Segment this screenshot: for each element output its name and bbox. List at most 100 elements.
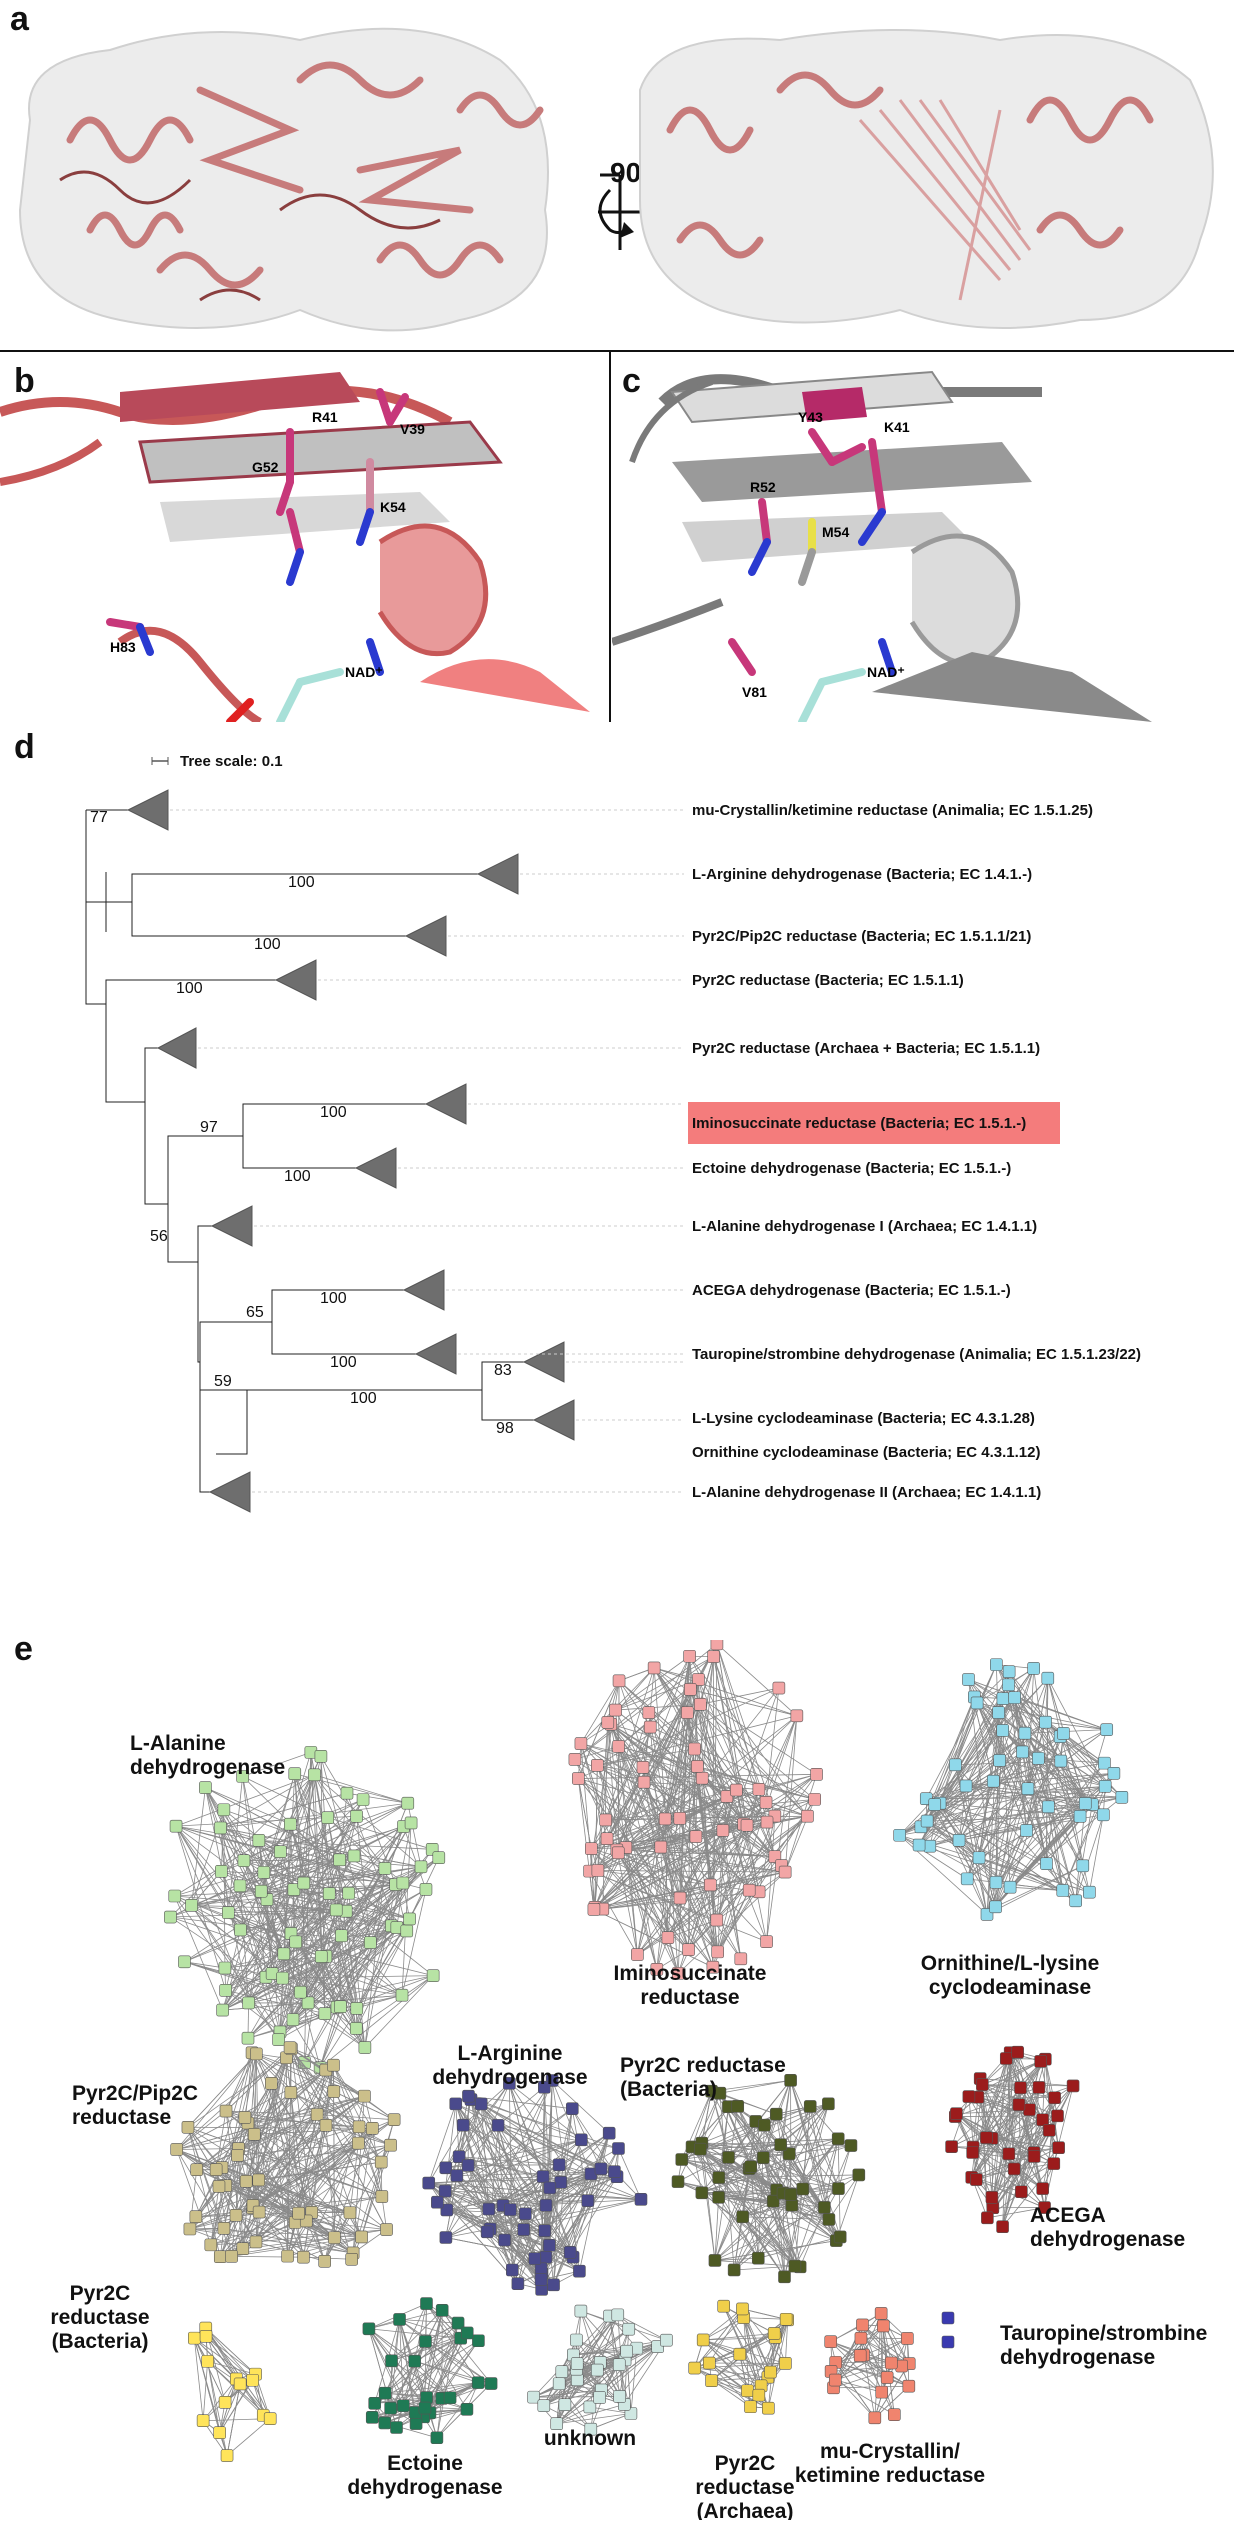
clade-label: L-Arginine dehydrogenase (Bacteria; EC 1…	[692, 866, 1032, 883]
network-edge	[456, 2139, 582, 2176]
network-edge	[920, 1826, 980, 1859]
network-edge	[437, 2108, 573, 2203]
network-node	[384, 2138, 397, 2152]
network-edge	[187, 2126, 373, 2129]
network-node	[375, 2190, 389, 2203]
network-edge	[348, 1884, 396, 1894]
network-node	[252, 1834, 266, 1847]
network-edge	[713, 1656, 760, 1892]
network-edge	[205, 1787, 250, 2004]
network-node	[996, 1692, 1010, 1705]
network-edge	[384, 2303, 427, 2394]
network-node	[923, 1839, 937, 1853]
network-node	[440, 2203, 454, 2217]
network-edge	[610, 1723, 750, 1891]
network-node	[218, 1961, 232, 1975]
network-edge	[618, 1746, 815, 1800]
network-node	[335, 1929, 348, 1943]
network-edge	[939, 1802, 1027, 1831]
network-edge	[174, 1895, 223, 2011]
network-node	[760, 1935, 773, 1948]
network-edge	[314, 1774, 422, 1868]
network-edge	[576, 2328, 629, 2364]
network-node	[1003, 1880, 1017, 1894]
network-edge	[256, 2053, 334, 2066]
network-edge	[714, 2197, 720, 2261]
network-edge	[210, 2148, 239, 2245]
network-edge	[899, 1834, 968, 1880]
network-edge	[191, 1822, 412, 1906]
network-edge	[293, 1889, 410, 1920]
network-edge	[1075, 1814, 1104, 1901]
network-node	[684, 1683, 697, 1696]
network-node	[419, 1883, 433, 1896]
network-node	[613, 2390, 626, 2403]
network-edge	[391, 2310, 443, 2362]
network-node	[612, 1674, 626, 1688]
network-edge	[207, 2360, 256, 2375]
network-node	[884, 2356, 898, 2370]
network-edge	[176, 2149, 296, 2223]
network-edge	[225, 1990, 281, 2033]
clade-triangle-mu-crystallin	[126, 789, 169, 831]
network-node	[517, 2223, 530, 2236]
network-node	[959, 1779, 973, 1793]
network-edge	[244, 2117, 304, 2258]
network-edge	[835, 2361, 888, 2378]
network-edge	[625, 1798, 815, 1848]
network-edge	[205, 2327, 253, 2381]
network-node	[239, 2175, 253, 2188]
network-node	[779, 2357, 792, 2370]
network-edge	[1047, 1806, 1077, 1901]
network-node	[611, 1846, 625, 1860]
network-edge	[189, 2228, 243, 2250]
network-edge	[700, 1704, 815, 1800]
network-edge	[772, 2201, 785, 2277]
network-node	[712, 2191, 725, 2204]
network-node	[414, 1860, 428, 1874]
network-edge	[194, 2337, 253, 2381]
network-node	[308, 1768, 321, 1782]
network-edge	[220, 1827, 281, 1853]
network-edge	[278, 1918, 410, 2040]
network-node	[519, 2207, 532, 2221]
network-node	[403, 1912, 416, 1926]
network-edge	[750, 2166, 759, 2259]
network-edge	[191, 1890, 262, 1906]
network-node	[209, 2163, 223, 2176]
network-node	[622, 2322, 636, 2336]
network-edge	[743, 2317, 787, 2320]
network-edge	[965, 1697, 1015, 1787]
network-edge	[580, 1743, 607, 1821]
network-node	[538, 2224, 551, 2238]
network-edge	[986, 2137, 1059, 2149]
network-node	[996, 2220, 1009, 2234]
network-edge	[462, 2125, 490, 2210]
network-edge	[699, 1704, 808, 1817]
network-edge	[1075, 1804, 1093, 1901]
network-edge	[176, 2133, 255, 2150]
network-node	[583, 2400, 597, 2414]
network-edge	[488, 2208, 542, 2290]
network-edge	[304, 1893, 330, 2063]
network-edge	[828, 2174, 860, 2220]
network-edge	[223, 2122, 249, 2229]
network-edge	[619, 2346, 659, 2397]
network-node	[642, 1706, 656, 1719]
network-node	[1027, 2150, 1041, 2163]
network-edge	[252, 2064, 334, 2209]
network-edge	[860, 2338, 883, 2393]
network-node	[833, 2230, 847, 2244]
network-edge	[569, 2133, 610, 2253]
network-edge	[589, 1870, 638, 1955]
network-edge	[225, 1989, 325, 2015]
network-node	[1014, 2081, 1027, 2095]
network-edge	[995, 1762, 1105, 1883]
network-edge	[653, 1667, 737, 1791]
network-node	[188, 2331, 201, 2345]
network-edge	[972, 2097, 979, 2148]
network-node	[1051, 2109, 1064, 2123]
